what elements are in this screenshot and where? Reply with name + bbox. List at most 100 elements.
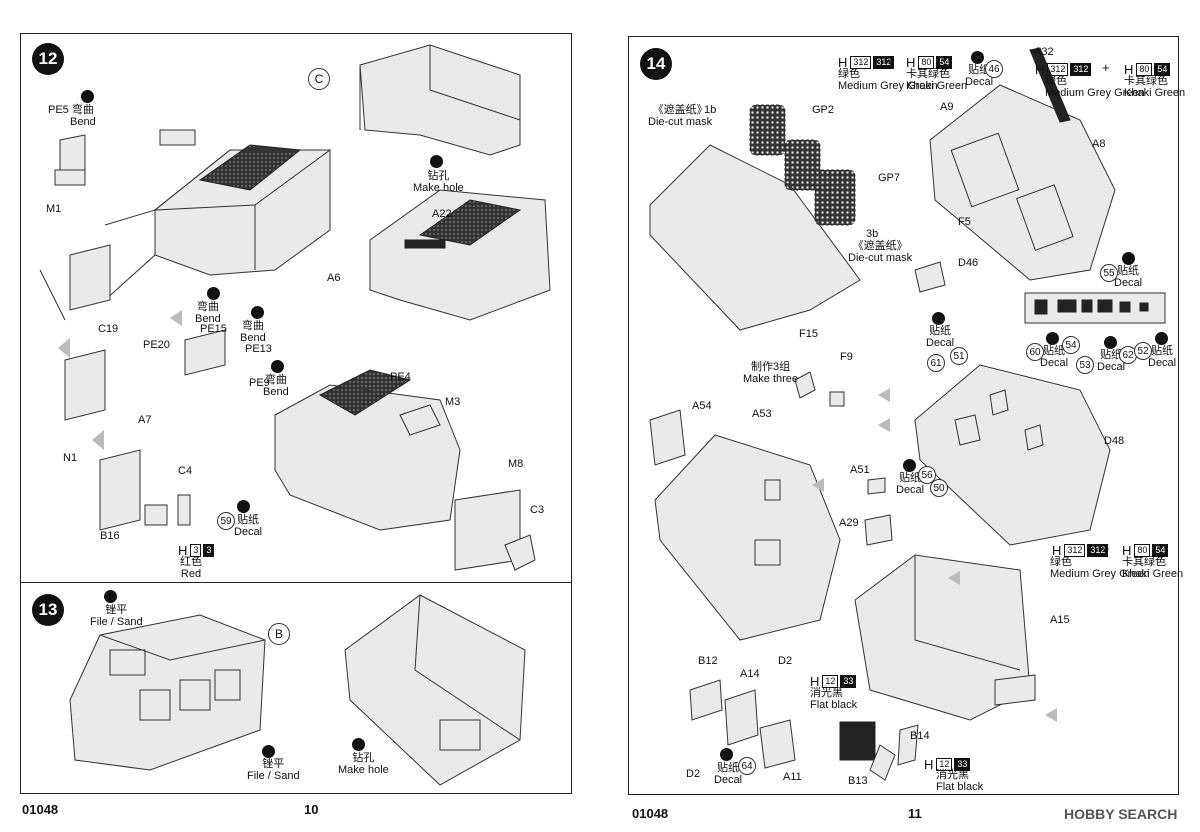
paint-code-khaki: H 80 54 [1124, 62, 1171, 77]
step14-hull-top-left [649, 104, 861, 331]
step13-cabin-interior [344, 594, 526, 786]
callout-b: B [268, 623, 290, 645]
step14-hull-mid-right [914, 364, 1111, 546]
decal-icon [720, 748, 733, 761]
label-a15: A15 [1050, 614, 1070, 626]
label-a9: A9 [940, 101, 954, 113]
paint-code-flat-black: H 12 33 [810, 674, 857, 689]
label-pe13: PE13 [245, 343, 272, 355]
label-d2-bottom: D2 [686, 768, 701, 780]
step12-upper-hull [104, 44, 521, 301]
step12-subparts [39, 134, 536, 571]
step14-hull-mid-left [654, 434, 841, 641]
label-a54: A54 [692, 400, 712, 412]
callout-c: C [308, 68, 330, 90]
label-1b: 1b [704, 104, 717, 116]
step14-hull-top-right [929, 47, 1116, 281]
file-icon [262, 745, 275, 758]
decal-number: 59 [217, 512, 235, 530]
decal-number: 50 [930, 479, 948, 497]
label-pe15: PE15 [200, 323, 227, 335]
decal-icon [903, 459, 916, 472]
decal-icon [1155, 332, 1168, 345]
label-c3: C3 [530, 504, 545, 516]
decal-number: 60 [1026, 343, 1044, 361]
step13-panel [20, 582, 572, 794]
label-pe4: PE4 [390, 371, 411, 383]
label-d46: D46 [958, 257, 979, 269]
label-a22: A22 [432, 208, 452, 220]
label-b12: B12 [698, 655, 718, 667]
label-m8: M8 [508, 458, 524, 470]
step12-arrows [58, 310, 182, 450]
label-3b: 3b [866, 228, 879, 240]
die-cut-mask-note: 《遮盖纸》Die-cut mask [848, 240, 913, 264]
paint-plus: + [1102, 541, 1110, 556]
die-cut-mask-note: 《遮盖纸》Die-cut mask [648, 104, 713, 128]
decal-number: 46 [985, 60, 1003, 78]
step12-right-hull [369, 189, 551, 321]
label-a7: A7 [138, 414, 152, 426]
step13-number: 13 [32, 594, 64, 626]
decal-icon [1104, 336, 1117, 349]
decal-icon [971, 51, 984, 64]
label-f9: F9 [840, 351, 853, 363]
paint-code-khaki: H 80 54 [1122, 543, 1169, 558]
decal-number: 56 [918, 466, 936, 484]
label-d2-top: D2 [778, 655, 793, 667]
paint-plus: + [1102, 60, 1110, 75]
paint-code-grey-green: H 312 312 [1052, 543, 1109, 558]
label-d48: D48 [1104, 435, 1125, 447]
label-a29: A29 [839, 517, 859, 529]
decal-icon [1122, 252, 1135, 265]
decal-number: 55 [1100, 264, 1118, 282]
label-a14: A14 [740, 668, 760, 680]
catalog-number-left: 01048 [22, 802, 59, 817]
label-f5: F5 [958, 216, 971, 228]
label-c19: C19 [98, 323, 119, 335]
decal-icon [932, 312, 945, 325]
paint-code-red: H 3 3 [178, 543, 215, 558]
bend-icon [271, 360, 284, 373]
label-a6: A6 [327, 272, 341, 284]
label-b16: B16 [100, 530, 120, 542]
bend-icon [207, 287, 220, 300]
decal-icon [1046, 332, 1059, 345]
label-a11: A11 [783, 771, 802, 783]
step14-subparts [649, 261, 1036, 781]
paint-code-khaki: H 80 54 [906, 55, 953, 70]
label-gp7: GP7 [878, 172, 901, 184]
paint-code-grey-green: H 312 312 [838, 55, 895, 70]
drill-icon [430, 155, 443, 168]
paint-plus: + [887, 54, 895, 69]
step13-cab [69, 614, 266, 771]
label-m3: M3 [445, 396, 461, 408]
label-pe20: PE20 [143, 339, 170, 351]
label-gp2: GP2 [812, 104, 835, 116]
page-number-right: 11 [908, 806, 922, 821]
label-a32: A32 [1034, 46, 1054, 58]
watermark: HOBBY SEARCH [1064, 806, 1178, 822]
label-pe9: PE9 [249, 377, 270, 389]
step14-arrows [812, 388, 1057, 722]
